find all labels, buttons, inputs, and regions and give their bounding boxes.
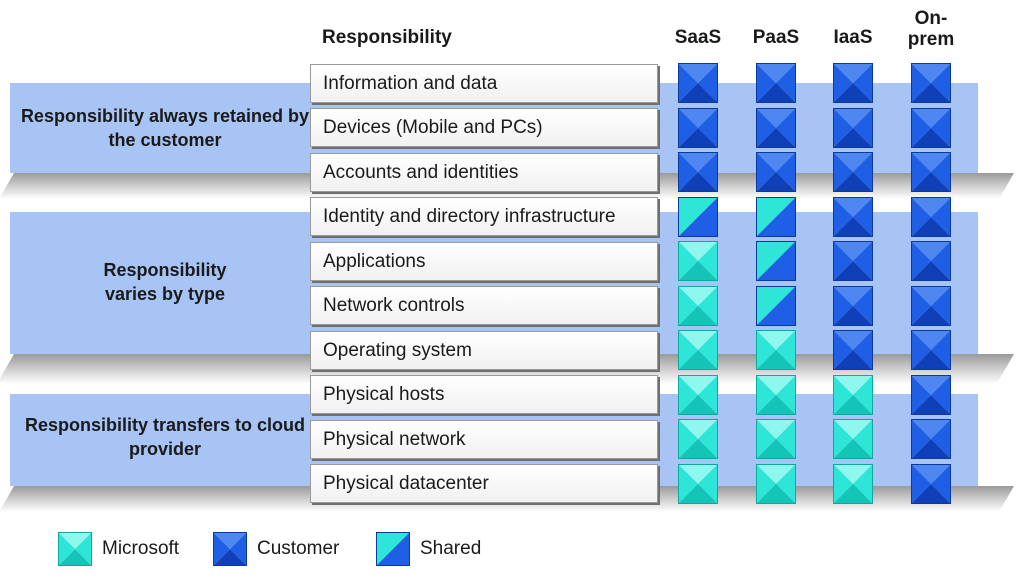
row-label: Accounts and identities [310, 153, 658, 192]
matrix-cell-microsoft [756, 464, 796, 504]
matrix-cell-customer [833, 197, 873, 237]
header-on-prem: On-prem [907, 8, 955, 50]
matrix-cell-customer [678, 108, 718, 148]
matrix-cell-microsoft [678, 464, 718, 504]
matrix-cell-customer [911, 464, 951, 504]
matrix-cell-shared [756, 286, 796, 326]
group-label-transfers-to-provider: Responsibility transfers to cloud provid… [24, 415, 306, 459]
legend-swatch-microsoft [58, 532, 92, 566]
row-label: Network controls [310, 286, 658, 325]
matrix-cell-customer [911, 197, 951, 237]
legend-swatch-shared [376, 532, 410, 566]
row-label: Applications [310, 242, 658, 281]
matrix-cell-microsoft [678, 286, 718, 326]
row-label: Operating system [310, 331, 658, 370]
row-label: Physical datacenter [310, 464, 658, 503]
matrix-cell-customer [756, 63, 796, 103]
header-responsibility: Responsibility [322, 27, 452, 48]
matrix-cell-customer [911, 286, 951, 326]
matrix-cell-customer [833, 330, 873, 370]
matrix-cell-customer [911, 330, 951, 370]
group-label-varies-by-type: Responsibility varies by type [103, 260, 227, 304]
row-label: Identity and directory infrastructure [310, 197, 658, 236]
group-label-customer-retained: Responsibility always retained by the cu… [20, 106, 310, 150]
matrix-cell-customer [911, 152, 951, 192]
matrix-cell-customer [833, 286, 873, 326]
matrix-cell-microsoft [833, 464, 873, 504]
header-paas: PaaS [752, 27, 800, 48]
matrix-cell-microsoft [833, 419, 873, 459]
row-label: Physical hosts [310, 375, 658, 414]
legend-label-shared: Shared [420, 538, 482, 559]
matrix-cell-microsoft [678, 375, 718, 415]
matrix-cell-customer [678, 63, 718, 103]
matrix-cell-customer [756, 108, 796, 148]
matrix-cell-microsoft [678, 241, 718, 281]
matrix-cell-microsoft [678, 419, 718, 459]
legend-swatch-customer [213, 532, 247, 566]
matrix-cell-microsoft [833, 375, 873, 415]
matrix-cell-shared [756, 197, 796, 237]
matrix-cell-microsoft [756, 419, 796, 459]
matrix-cell-customer [756, 152, 796, 192]
matrix-cell-customer [911, 375, 951, 415]
matrix-cell-customer [911, 63, 951, 103]
matrix-cell-microsoft [678, 330, 718, 370]
matrix-cell-customer [833, 108, 873, 148]
row-label: Physical network [310, 420, 658, 459]
matrix-cell-shared [678, 197, 718, 237]
matrix-cell-customer [678, 152, 718, 192]
header-saas: SaaS [674, 27, 722, 48]
matrix-cell-microsoft [756, 375, 796, 415]
row-label: Devices (Mobile and PCs) [310, 108, 658, 147]
matrix-cell-customer [833, 63, 873, 103]
matrix-cell-customer [833, 152, 873, 192]
matrix-cell-customer [833, 241, 873, 281]
row-label: Information and data [310, 64, 658, 103]
matrix-cell-shared [756, 241, 796, 281]
matrix-cell-customer [911, 241, 951, 281]
matrix-cell-customer [911, 108, 951, 148]
matrix-cell-customer [911, 419, 951, 459]
legend-label-customer: Customer [257, 538, 340, 559]
header-iaas: IaaS [833, 27, 873, 48]
matrix-cell-microsoft [756, 330, 796, 370]
legend-label-microsoft: Microsoft [102, 538, 180, 559]
